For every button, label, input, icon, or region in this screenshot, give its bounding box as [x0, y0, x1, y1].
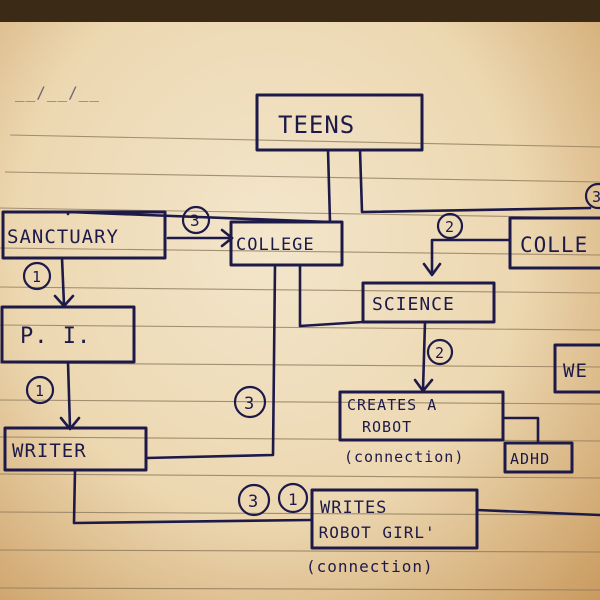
edge-label-circle: [584, 182, 600, 210]
node-creates-robot-box: [338, 390, 505, 442]
edge-label-circle: [237, 483, 271, 517]
node-creates-robot-note: (connection): [344, 448, 464, 466]
edge-label-circle: [22, 261, 52, 291]
node-writes-note: (connection): [306, 557, 434, 576]
node-science: SCIENCE: [372, 294, 455, 315]
node-creates-robot-line1: CREATES A: [347, 396, 437, 414]
node-writes-box: [310, 488, 479, 550]
edge-label-writer-writes-b: 1: [288, 490, 299, 509]
edge-label-college-science: 2: [445, 218, 455, 236]
edge-label-circle: [277, 482, 309, 514]
node-science-box: [361, 281, 496, 324]
edge-label-circle: [233, 385, 267, 419]
edge-label-circle: [25, 375, 55, 405]
node-pi-box: [0, 305, 136, 364]
node-adhd: ADHD: [510, 450, 550, 468]
node-college-right-box: [508, 216, 600, 270]
node-we-box: [553, 343, 600, 394]
node-adhd-box: [503, 441, 574, 474]
node-pi: P. I.: [20, 324, 91, 349]
node-teens: TEENS: [278, 111, 355, 139]
page-top-edge: [0, 0, 600, 22]
node-college: COLLEGE: [236, 235, 315, 255]
node-writer: WRITER: [12, 440, 87, 462]
node-creates-robot-line2: ROBOT: [362, 418, 412, 436]
edge-label-writer-writes-a: 3: [248, 492, 259, 512]
node-writer-box: [3, 426, 148, 472]
node-sanctuary-box: [1, 210, 167, 260]
node-college-box: [229, 220, 344, 267]
edge-label-pi-writer: 1: [35, 382, 45, 400]
edge-label-circle: [436, 212, 464, 240]
edge-label-circle: [181, 205, 211, 235]
edge-label-sanctuary-college: 3: [190, 211, 201, 230]
node-writes-line1: WRITES: [320, 498, 387, 518]
edge-label-top-right: 3: [592, 188, 600, 206]
edge-label-sanctuary-pi: 1: [32, 268, 42, 286]
edge-label-science-robot: 2: [435, 344, 445, 362]
edge-label-circle: [426, 338, 454, 366]
node-we: WE: [563, 360, 588, 382]
edge-label-college-writer: 3: [244, 394, 255, 414]
node-college-right: COLLE: [520, 233, 588, 257]
node-writes-line2: 'ROBOT GIRL': [308, 523, 436, 542]
node-sanctuary: SANCTUARY: [7, 226, 119, 248]
node-teens-box: [255, 93, 424, 152]
date-line: __/__/__: [15, 83, 100, 102]
edge-labels: 3 2 2 3 1 1 3 1 3: [22, 182, 600, 517]
